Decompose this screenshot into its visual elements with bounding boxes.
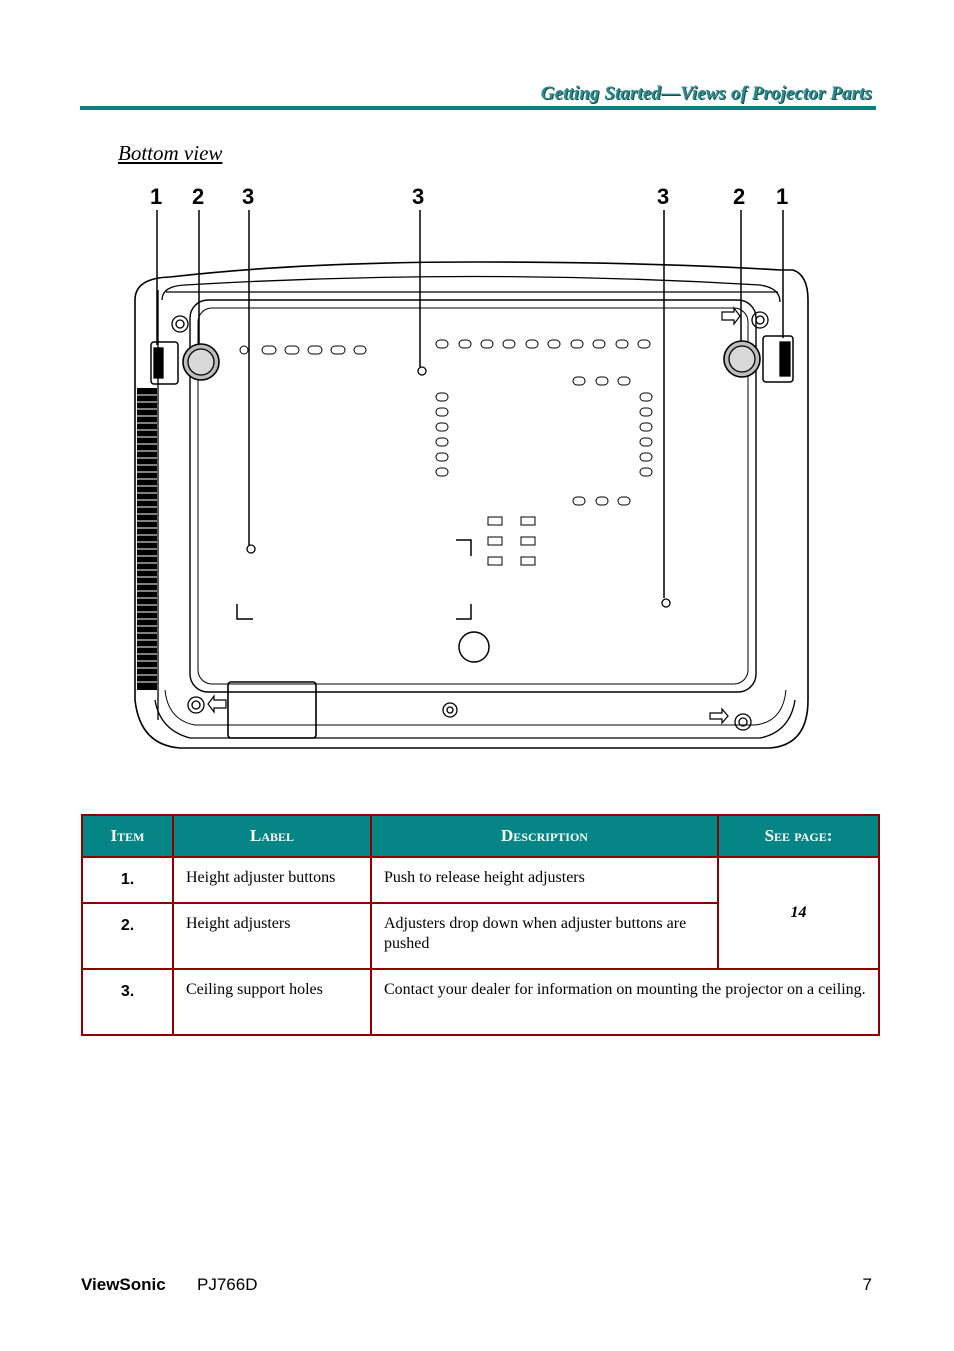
header-see-page: See page: xyxy=(717,814,880,858)
vent-slots xyxy=(239,339,653,566)
projector-outline xyxy=(134,261,809,749)
parts-table: Item Label Description See page: 1. Heig… xyxy=(81,814,880,1036)
cell-item: 2. xyxy=(81,902,174,970)
projector-bottom-view-diagram xyxy=(134,210,809,749)
callout-1-left: 1 xyxy=(150,184,163,209)
callout-1-right: 1 xyxy=(776,184,789,209)
callout-2-right: 2 xyxy=(733,184,746,209)
center-foot xyxy=(458,631,490,663)
height-adjuster-buttons xyxy=(150,335,794,385)
header-rule xyxy=(80,106,876,110)
footer-brand: ViewSonic xyxy=(81,1275,166,1294)
cell-label: Height adjuster buttons xyxy=(172,856,372,904)
arrow-marks xyxy=(207,306,741,725)
section-title: Bottom view xyxy=(118,141,223,165)
table-header-row: Item Label Description See page: xyxy=(81,814,880,858)
cell-description: Contact your dealer for information on m… xyxy=(370,968,880,1036)
callout-3-right: 3 xyxy=(657,184,670,209)
footer-model: PJ766D xyxy=(197,1275,258,1294)
ceiling-support-holes xyxy=(246,366,671,608)
table-row: 2. Height adjusters Adjusters drop down … xyxy=(81,902,879,970)
lamp-cover xyxy=(227,681,317,739)
cell-label: Height adjusters xyxy=(172,902,372,970)
header-item: Item xyxy=(81,814,174,858)
table-row: 3. Ceiling support holes Contact your de… xyxy=(81,968,880,1036)
header-label: Label xyxy=(172,814,372,858)
cell-item: 1. xyxy=(81,856,174,904)
callout-3-center: 3 xyxy=(412,184,425,209)
callout-leader-lines xyxy=(156,210,784,598)
cell-see-page: 14 xyxy=(717,856,880,970)
height-adjusters xyxy=(182,340,761,381)
callout-2-left: 2 xyxy=(192,184,205,209)
cell-item: 3. xyxy=(81,968,174,1036)
table-row: 1. Height adjuster buttons Push to relea… xyxy=(81,856,880,970)
cell-label: Ceiling support holes xyxy=(172,968,372,1036)
screws xyxy=(171,311,769,731)
header-description: Description xyxy=(370,814,719,858)
cell-description: Push to release height adjusters xyxy=(370,856,719,904)
corner-marks xyxy=(236,539,472,620)
page-header-title: Getting Started—Views of Projector Parts xyxy=(540,83,872,104)
footer-page-number: 7 xyxy=(862,1275,872,1294)
callout-3-left: 3 xyxy=(242,184,255,209)
cell-description: Adjusters drop down when adjuster button… xyxy=(370,902,719,970)
